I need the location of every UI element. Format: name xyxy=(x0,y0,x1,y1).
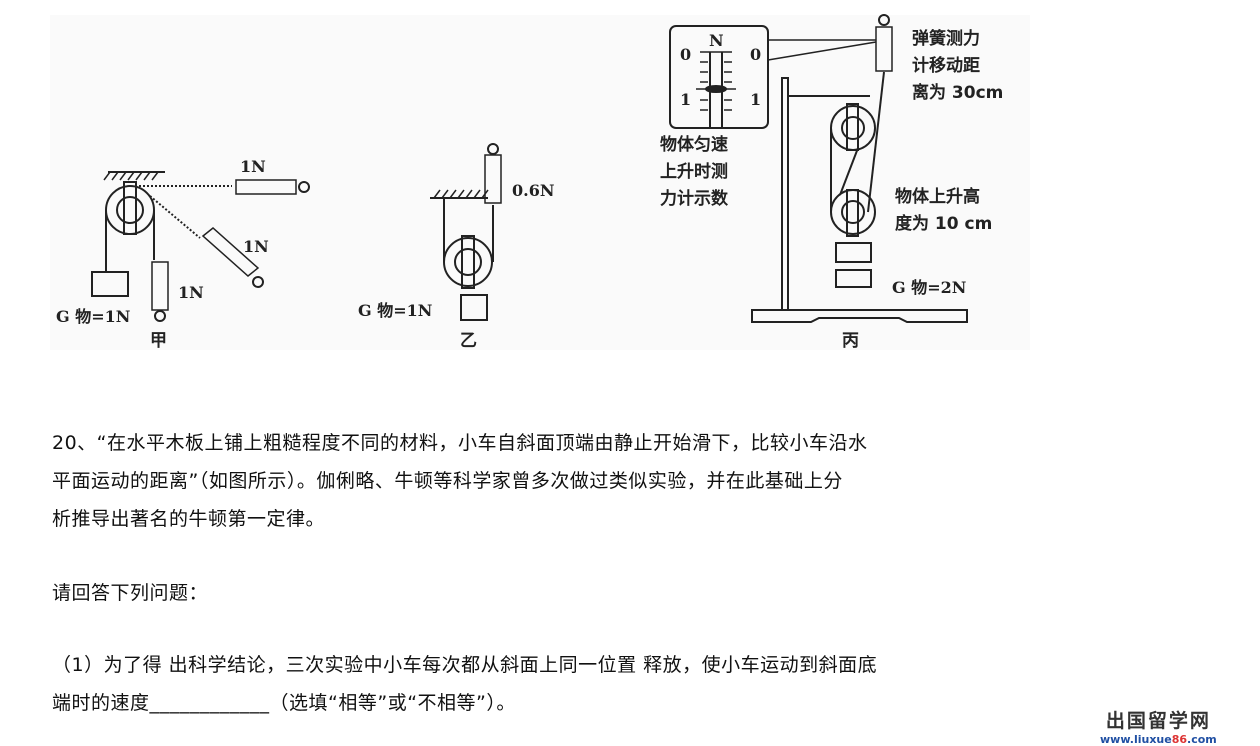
note-reading-1: 物体匀速 xyxy=(660,134,728,155)
label-top-spring: 1N xyxy=(240,157,266,176)
note-height-1: 物体上升高 xyxy=(895,186,980,207)
diagram-bing: N 0 0 1 1 弹簧测力 计移动距 离为 30cm 物体匀速 上升时测 力计… xyxy=(660,14,1003,351)
label-diag-spring: 1N xyxy=(243,237,269,256)
label-vert-spring: 1N xyxy=(178,283,204,302)
stand-base xyxy=(751,309,968,323)
question-text-line: 20、“在水平木板上铺上粗糙程度不同的材料，小车自斜面顶端由静止开始滑下，比较小… xyxy=(52,432,868,454)
question-text-line: 析推导出著名的牛顿第一定律。 xyxy=(52,508,326,530)
dial-zero-left: 0 xyxy=(680,45,691,64)
question-text-line: 平面运动的距离”（如图所示）。伽俐略、牛顿等科学家曾多次做过类似实验，并在此基础… xyxy=(52,470,843,492)
subquestion-1-line2: 端时的速度____________（选填“相等”或“不相等”）。 xyxy=(52,688,516,715)
diagram-jia: 1N 1N 1N G 物=1N 甲 xyxy=(56,157,310,351)
weight-block xyxy=(460,294,488,321)
weight-block xyxy=(835,242,872,263)
label-weight: G 物=1N xyxy=(56,307,130,326)
caption-jia: 甲 xyxy=(150,331,167,351)
weight-block xyxy=(835,269,872,288)
note-reading-3: 力计示数 xyxy=(660,188,729,209)
note-spring-3: 离为 30cm xyxy=(912,82,1003,103)
note-height-2: 度为 10 cm xyxy=(895,213,992,234)
spring-scale-icon xyxy=(201,227,260,277)
question-prompt: 请回答下列问题： xyxy=(52,582,209,604)
physics-figure: 1N 1N 1N G 物=1N 甲 0.6N G 物=1N 乙 N 0 0 1 … xyxy=(50,14,1030,351)
dial-one-left: 1 xyxy=(680,90,691,109)
weight-block xyxy=(91,271,129,297)
watermark-logo: 出国留学网 www.liuxue86.com xyxy=(1100,706,1217,746)
pulley-icon xyxy=(443,237,493,287)
url-part: 86 xyxy=(1171,733,1188,746)
subquestion-1-line: （1）为了得 出科学结论，三次实验中小车每次都从斜面上同一位置 释放，使小车运动… xyxy=(52,654,878,676)
dial-inset xyxy=(669,25,769,129)
label-weight: G 物=2N xyxy=(892,278,966,297)
answer-blank: ____________ xyxy=(149,692,270,714)
watermark-name: 出国留学网 xyxy=(1105,710,1211,732)
dial-zero-right: 0 xyxy=(750,45,761,64)
label-spring: 0.6N xyxy=(512,181,554,200)
url-part: .com xyxy=(1187,733,1217,746)
caption-bing: 丙 xyxy=(842,331,859,351)
diagram-yi: 0.6N G 物=1N 乙 xyxy=(358,143,554,351)
spring-scale-icon xyxy=(875,26,893,72)
note-spring-1: 弹簧测力 xyxy=(912,28,980,49)
label-weight: G 物=1N xyxy=(358,301,432,320)
note-spring-2: 计移动距 xyxy=(912,55,980,76)
watermark-url: www.liuxue86.com xyxy=(1100,733,1217,746)
text: （选填“相等”或“不相等”）。 xyxy=(269,692,516,714)
url-part: www.liuxue xyxy=(1100,733,1172,746)
caption-yi: 乙 xyxy=(460,331,477,351)
text: 端时的速度 xyxy=(52,692,150,714)
note-reading-2: 上升时测 xyxy=(660,161,728,182)
spring-scale-icon xyxy=(235,179,297,195)
dial-unit: N xyxy=(709,31,724,50)
dial-one-right: 1 xyxy=(750,90,761,109)
